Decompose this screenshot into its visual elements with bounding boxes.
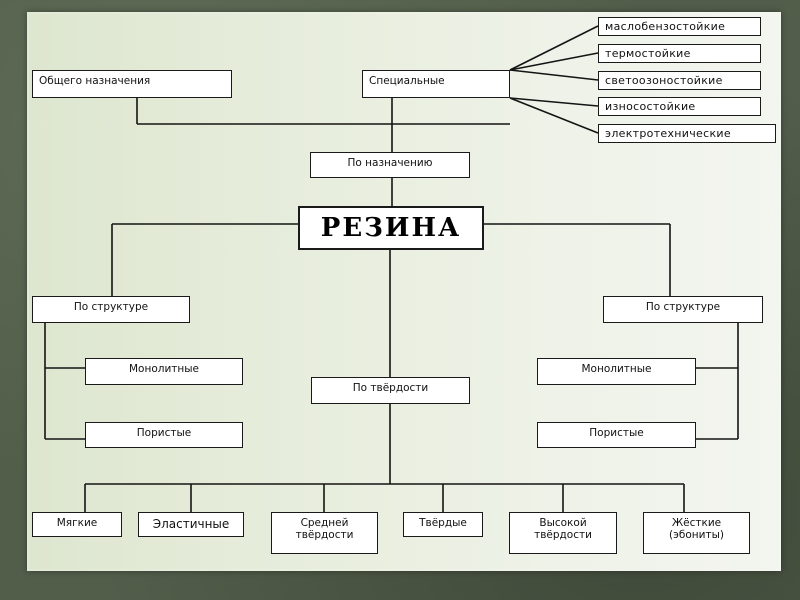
special-type-light-ozone-resistant: светоозоностойкие: [598, 71, 761, 90]
structure-left-box: По структуре: [32, 296, 190, 323]
special-type-wear-resistant: износостойкие: [598, 97, 761, 116]
general-purpose-box: Общего назначения: [32, 70, 232, 98]
diagram-title: РЕЗИНА: [298, 206, 484, 250]
hardness-ebonite-box: Жёсткие (эбониты): [643, 512, 750, 554]
hardness-soft-box: Мягкие: [32, 512, 122, 537]
porous-left-box: Пористые: [85, 422, 243, 448]
hardness-medium-box: Средней твёрдости: [271, 512, 378, 554]
monolithic-right-box: Монолитные: [537, 358, 696, 385]
porous-right-box: Пористые: [537, 422, 696, 448]
hardness-elastic-box: Эластичные: [138, 512, 244, 537]
by-hardness-box: По твёрдости: [311, 377, 470, 404]
hardness-hard-box: Твёрдые: [403, 512, 483, 537]
special-box: Специальные: [362, 70, 510, 98]
special-type-heat-resistant: термостойкие: [598, 44, 761, 63]
special-type-electrotechnical: электротехнические: [598, 124, 776, 143]
special-type-oil-petrol-resistant: маслобензостойкие: [598, 17, 761, 36]
by-purpose-box: По назначению: [310, 152, 470, 178]
monolithic-left-box: Монолитные: [85, 358, 243, 385]
hardness-high-box: Высокой твёрдости: [509, 512, 617, 554]
structure-right-box: По структуре: [603, 296, 763, 323]
